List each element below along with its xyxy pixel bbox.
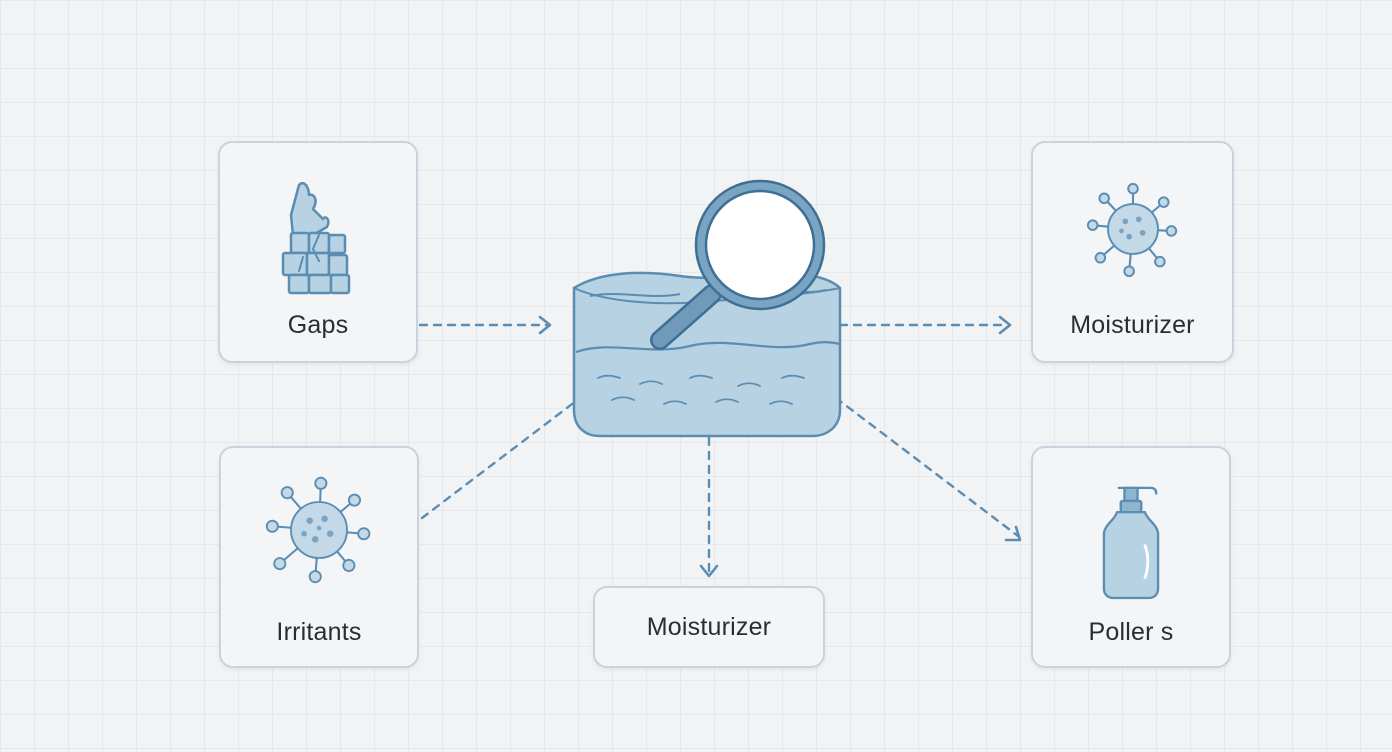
arrowhead-moisturizer-bottom <box>699 564 719 578</box>
line-irritants-to-center <box>420 396 582 520</box>
arrowhead-pollers <box>1004 525 1022 542</box>
node-irritants: Irritants <box>219 446 419 668</box>
node-pollers-label: Poller s <box>1088 618 1174 646</box>
node-pollers: Poller s <box>1031 446 1231 668</box>
node-irritants-label: Irritants <box>276 618 362 646</box>
virus-icon <box>1033 181 1232 277</box>
node-moisturizer-bottom-label: Moisturizer <box>646 613 772 641</box>
arrow-center-to-pollers <box>834 396 1020 538</box>
virus-icon <box>221 474 417 586</box>
node-moisturizer-top-right-label: Moisturizer <box>1070 311 1195 339</box>
arrowhead-moisturizer-right <box>998 315 1012 335</box>
crumbling-bricks-icon <box>220 175 416 305</box>
node-gaps-label: Gaps <box>287 311 349 339</box>
pump-bottle-icon <box>1033 482 1229 602</box>
node-moisturizer-bottom: Moisturizer <box>593 586 825 668</box>
skin-layer-magnifier-icon <box>572 179 842 438</box>
node-moisturizer-top-right: Moisturizer <box>1031 141 1234 363</box>
node-gaps: Gaps <box>218 141 418 363</box>
arrowhead-gaps <box>538 315 552 335</box>
